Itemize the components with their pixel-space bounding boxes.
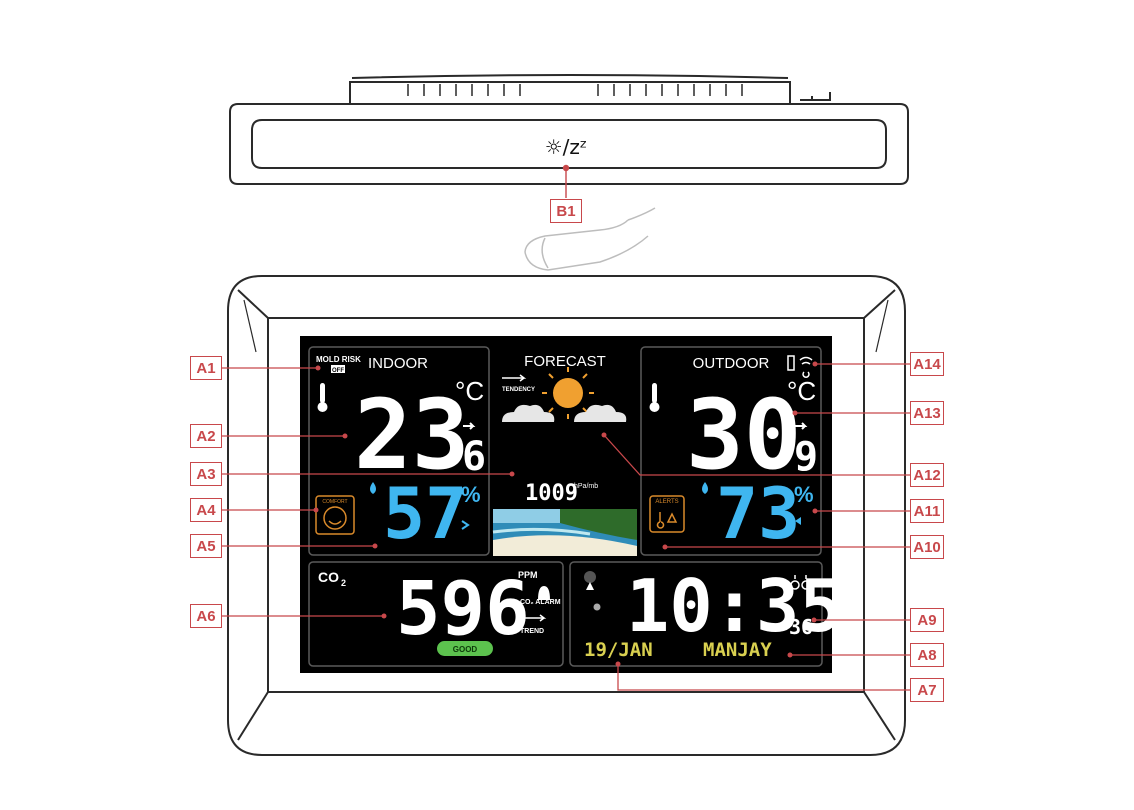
side-button-label: ☼/zᶻ bbox=[545, 135, 588, 159]
outdoor-trend-arrow-icon bbox=[795, 422, 808, 430]
callout-a4: A4 bbox=[190, 498, 222, 522]
panel-outlines bbox=[308, 346, 823, 667]
callout-a14: A14 bbox=[910, 352, 944, 376]
callout-a3: A3 bbox=[190, 462, 222, 486]
outdoor-thermometer-icon bbox=[649, 383, 660, 412]
co2-title: CO bbox=[318, 569, 339, 585]
clock-weekday: MANJAY bbox=[703, 639, 772, 661]
indoor-temperature: 23 bbox=[354, 379, 470, 491]
mold-badge-text: OFF bbox=[332, 368, 344, 374]
co2-title-sub: 2 bbox=[341, 578, 346, 588]
outdoor-humidity-trend-icon bbox=[795, 517, 801, 525]
callout-a10: A10 bbox=[910, 535, 944, 559]
indoor-temp-decimal: 6 bbox=[462, 434, 486, 480]
indoor-humidity: 57 bbox=[383, 473, 467, 555]
co2-unit: PPM bbox=[518, 570, 538, 580]
pressure-value: 1009 bbox=[525, 481, 578, 506]
indoor-humidity-drop-icon bbox=[370, 482, 376, 494]
tendency-label: TENDENCY bbox=[502, 387, 535, 393]
forecast-title: FORECAST bbox=[524, 353, 606, 370]
co2-value: 596 bbox=[396, 566, 530, 652]
callout-a12: A12 bbox=[910, 463, 944, 487]
leader-dots bbox=[313, 361, 818, 667]
clock-date: 19/JAN bbox=[584, 639, 653, 661]
co2-status-text: GOOD bbox=[453, 645, 478, 654]
co2-alarm-label: CO₂ ALARM bbox=[520, 599, 561, 606]
indoor-temp-unit: °C bbox=[455, 376, 484, 406]
co2-alarm-bell-icon bbox=[538, 586, 550, 600]
callout-b1: B1 bbox=[550, 199, 582, 223]
outdoor-temp-unit: °C bbox=[787, 376, 816, 406]
outdoor-humidity: 73 bbox=[716, 473, 800, 555]
indoor-thermometer-icon bbox=[317, 383, 328, 412]
finger-icon bbox=[524, 207, 656, 271]
beach-scene-image bbox=[492, 509, 637, 556]
alerts-icon bbox=[649, 495, 685, 533]
pressure-unit: hPa/mb bbox=[574, 483, 598, 490]
comfort-face-icon bbox=[323, 506, 347, 530]
outdoor-humidity-drop-icon bbox=[702, 482, 708, 494]
indoor-title: INDOOR bbox=[368, 355, 428, 372]
comfort-icon bbox=[315, 495, 355, 535]
alerts-bell-icon bbox=[656, 512, 678, 529]
outdoor-title: OUTDOOR bbox=[693, 355, 770, 372]
mold-badge bbox=[331, 365, 345, 373]
callout-a2: A2 bbox=[190, 424, 222, 448]
b1-leader bbox=[562, 164, 570, 198]
sun-icon bbox=[553, 378, 583, 408]
cloud-right-icon bbox=[574, 404, 627, 422]
front-frame bbox=[227, 275, 906, 756]
callout-a9: A9 bbox=[910, 608, 944, 632]
co2-trend-arrow-icon bbox=[520, 614, 547, 622]
outdoor-temperature: 30 bbox=[686, 379, 802, 491]
callout-a11: A11 bbox=[910, 499, 944, 523]
co2-status-badge bbox=[437, 641, 493, 656]
indoor-humidity-trend-icon bbox=[461, 520, 470, 530]
moon-phase-small-icon bbox=[593, 603, 601, 611]
clock-seconds: 36 bbox=[789, 615, 813, 639]
mold-risk-label: MOLD RISK bbox=[316, 355, 361, 364]
alerts-label: ALERTS bbox=[655, 499, 678, 505]
sun-rays bbox=[542, 367, 594, 419]
outdoor-signal-icon bbox=[787, 355, 813, 378]
callout-a8: A8 bbox=[910, 643, 944, 667]
vent-slots bbox=[407, 84, 743, 96]
indoor-humidity-unit: % bbox=[461, 482, 481, 507]
leader-lines bbox=[222, 363, 910, 691]
callout-a7: A7 bbox=[910, 678, 944, 702]
moon-phase-icon bbox=[584, 571, 596, 583]
comfort-smile bbox=[328, 520, 342, 525]
callout-a5: A5 bbox=[190, 534, 222, 558]
alarm-icons bbox=[790, 575, 811, 590]
outdoor-temp-decimal: 9 bbox=[794, 434, 818, 480]
moon-phase-arrow-icon bbox=[586, 582, 594, 590]
comfort-label: COMFORT bbox=[322, 499, 347, 505]
callout-a1: A1 bbox=[190, 356, 222, 380]
tendency-arrow-icon bbox=[502, 374, 527, 382]
indoor-trend-arrow-icon bbox=[463, 422, 476, 430]
callout-a13: A13 bbox=[910, 401, 944, 425]
outdoor-humidity-unit: % bbox=[794, 482, 814, 507]
co2-trend-label: TREND bbox=[520, 628, 544, 635]
callout-a6: A6 bbox=[190, 604, 222, 628]
side-view bbox=[229, 74, 909, 185]
cloud-left-icon bbox=[502, 404, 555, 422]
